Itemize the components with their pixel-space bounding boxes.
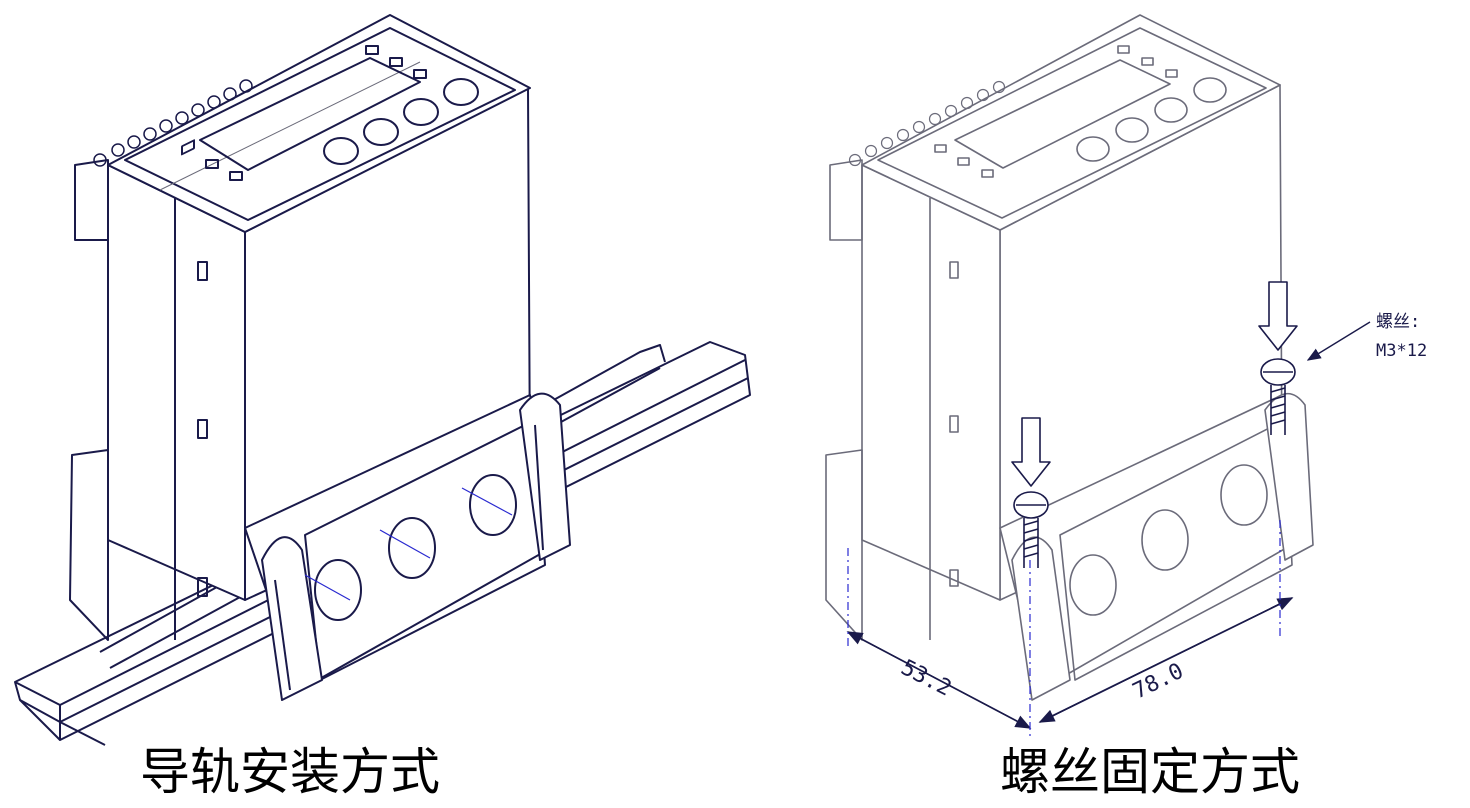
- arrow-down-icon: [1011, 281, 1298, 487]
- base-plate: [244, 392, 571, 701]
- dimension-width: 78.0: [1129, 659, 1188, 705]
- base-plate-screw: [999, 392, 1314, 701]
- terminal-row: [93, 79, 253, 167]
- screw-mount-drawing: 53.2 78.0 螺丝: M3*12: [825, 14, 1427, 740]
- screw-label-name: 螺丝:: [1376, 312, 1420, 332]
- screw-icon: [1013, 358, 1296, 568]
- dimension-depth: 53.2: [897, 655, 956, 701]
- screw-label-spec: M3*12: [1376, 341, 1427, 361]
- caption-screw-mount: 螺丝固定方式: [1000, 743, 1300, 801]
- caption-rail-mount: 导轨安装方式: [140, 743, 440, 801]
- rail-mount-drawing: [14, 14, 751, 746]
- dimension-lines: [846, 597, 1294, 729]
